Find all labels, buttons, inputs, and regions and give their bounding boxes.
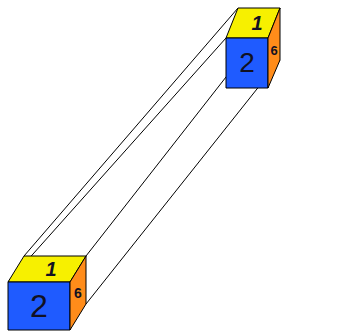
- die-side-face: 6: [70, 256, 86, 330]
- face-number: 6: [270, 44, 277, 57]
- face-number: 2: [239, 49, 255, 77]
- face-number: 6: [74, 286, 82, 300]
- prism-edge-line: [8, 38, 226, 282]
- face-shape: [70, 256, 86, 330]
- die-front-face: 2: [8, 282, 70, 330]
- face-shape: [8, 282, 70, 330]
- face-shape: [268, 8, 280, 88]
- face-number: 2: [30, 290, 48, 322]
- face-number: 1: [251, 13, 262, 33]
- face-shape: [226, 38, 268, 88]
- face-number: 1: [45, 259, 56, 279]
- prism-edge-line: [86, 60, 280, 304]
- die-side-face: 6: [268, 8, 280, 88]
- prism-edge-line: [86, 8, 280, 256]
- die-front-face: 2: [226, 38, 268, 88]
- prism-edge-line: [24, 8, 238, 256]
